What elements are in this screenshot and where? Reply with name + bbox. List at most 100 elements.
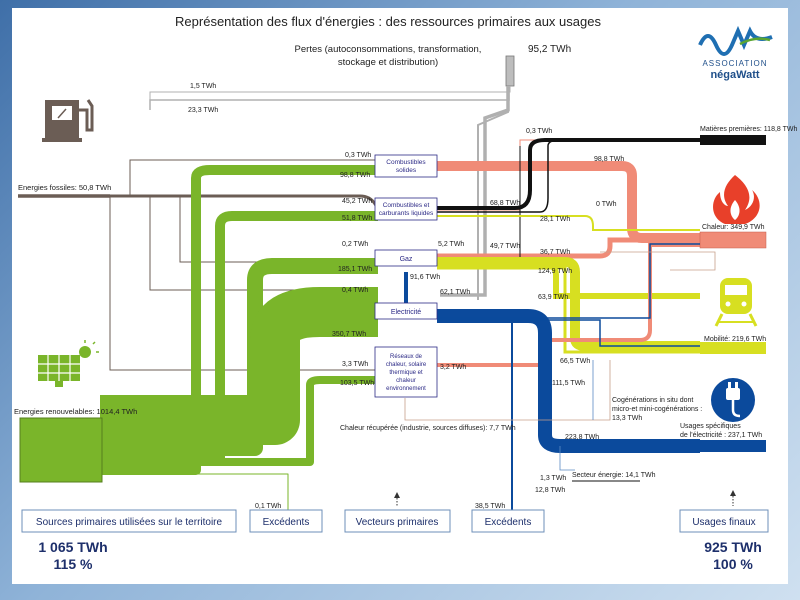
fuel-pump-icon [42, 99, 94, 142]
usages-box [679, 509, 769, 533]
losses-label-1: Pertes (autoconsommations, transformatio… [295, 44, 482, 55]
fossil-source-label: Energies fossiles: 50,8 TWh [18, 183, 111, 192]
negawatt-logo: ASSOCIATION négaWatt [698, 25, 773, 81]
flow-label: 0,1 TWh [255, 503, 281, 510]
flow-label: 63,9 TWh [538, 294, 568, 301]
pct-left: 115 % [54, 556, 93, 572]
flow-label: 3,2 TWh [440, 364, 466, 371]
footer-legend: Sources primaires utilisées sur le terri… [21, 509, 769, 572]
flow-label: 111,5 TWh [552, 380, 585, 387]
box-heatnet-text3: thermique et [389, 370, 423, 376]
box-solid-fuel [374, 154, 438, 178]
flow-label: 0,3 TWh [345, 152, 371, 159]
box-solid-text2: solides [396, 167, 417, 174]
specific-elec-label-2: de l'électricité : 237,1 TWh [680, 432, 762, 439]
flow-label: 0 TWh [596, 201, 617, 208]
renewable-source-block [19, 417, 103, 483]
box-heatnet-text4: chaleur [396, 378, 416, 384]
box-liquid-text1: Combustibles et [383, 202, 430, 209]
specific-elec-label-1: Usages spécifiques [680, 423, 741, 430]
arrow-up-icon [730, 490, 736, 496]
box-liquid-fuel [374, 197, 438, 221]
flow-label: Cogénérations in situ dont [612, 397, 693, 404]
flow-label: 51,8 TWh [342, 215, 372, 222]
flow-label: 91,6 TWh [410, 274, 440, 281]
heat-bar [699, 231, 767, 249]
box-heat-network [374, 346, 438, 398]
solar-panel-icon [38, 340, 99, 387]
flow-label: 38,5 TWh [475, 503, 505, 510]
flow-label: 1,3 TWh [540, 475, 566, 482]
raw-materials-bar [700, 135, 766, 145]
box-elec-text: Electricité [391, 309, 421, 316]
flow-label: 0,4 TWh [342, 287, 368, 294]
box-heatnet-text2: chaleur, solaire [386, 362, 427, 368]
footer-arrows [394, 490, 736, 506]
flow-label: 68,8 TWh [490, 200, 520, 207]
arrow-up-icon [394, 492, 400, 498]
heat-label: Chaleur: 349,9 TWh [702, 224, 765, 231]
mobility-bar [700, 342, 766, 354]
flow-label: 36,7 TWh [540, 249, 570, 256]
box-gas-text: Gaz [400, 256, 413, 263]
flow-label: 66,5 TWh [560, 358, 590, 365]
flow-label: 0,3 TWh [526, 128, 552, 135]
flow-label: Chaleur récupérée (industrie, sources di… [340, 425, 516, 432]
flow-label: 5,2 TWh [438, 241, 464, 248]
flow-label: 13,3 TWh [612, 415, 642, 422]
usages-box-text: Usages finaux [692, 517, 755, 528]
plug-icon [711, 378, 755, 422]
vector-boxes: Combustibles solides Combustibles et car… [374, 154, 438, 398]
flow-label: 1,5 TWh [190, 83, 216, 90]
specific-electricity-bar [700, 440, 766, 452]
flow-label: 124,9 TWh [538, 268, 572, 275]
logo-name: négaWatt [710, 69, 759, 81]
losses-value: 95,2 TWh [528, 44, 571, 55]
flow-label: 3,3 TWh [342, 361, 368, 368]
sources-box [21, 509, 237, 533]
flow-label: 185,1 TWh [338, 266, 372, 273]
flow-label: 98,8 TWh [594, 156, 624, 163]
flow-value-labels: 1,5 TWh 23,3 TWh 0,3 TWh 98,8 TWh 45,2 T… [188, 83, 702, 510]
box-gas [374, 249, 438, 267]
cogeneration-lines [559, 360, 594, 471]
total-right: 925 TWh [704, 539, 762, 555]
sources-box-text: Sources primaires utilisées sur le terri… [36, 517, 223, 528]
train-icon [714, 278, 758, 327]
flow-label: 0,2 TWh [342, 241, 368, 248]
excedents-text-2: Excédents [485, 517, 532, 528]
diagram-title: Représentation des flux d'énergies : des… [175, 14, 601, 29]
flow-label: micro-et mini-cogénérations : [612, 406, 702, 413]
flow-label: 23,3 TWh [188, 107, 218, 114]
flow-label: 45,2 TWh [342, 198, 372, 205]
excedents-box-1 [249, 509, 323, 533]
total-left: 1 065 TWh [38, 539, 107, 555]
excedents-text-1: Excédents [263, 517, 310, 528]
box-electricity [374, 302, 438, 320]
gas-flows [437, 215, 700, 354]
flow-label: 350,7 TWh [332, 331, 366, 338]
vectors-box-text: Vecteurs primaires [356, 517, 439, 528]
flow-label: 49,7 TWh [490, 243, 520, 250]
flame-icon [713, 175, 760, 224]
raw-materials-label: Matières premières: 118,8 TWh [700, 126, 797, 133]
flow-label: 62,1 TWh [440, 289, 470, 296]
pct-right: 100 % [713, 556, 753, 572]
flow-label: 103,5 TWh [340, 380, 374, 387]
recovered-heat-lines [404, 251, 716, 421]
box-solid-text1: Combustibles [386, 159, 426, 166]
renewable-source-label: Energies renouvelables: 1014,4 TWh [14, 407, 137, 416]
flow-label: 12,8 TWh [535, 487, 565, 494]
vectors-box [344, 509, 451, 533]
box-heatnet-text1: Réseaux de [390, 354, 423, 360]
logo-association: ASSOCIATION [702, 59, 767, 68]
flow-label: 28,1 TWh [540, 216, 570, 223]
electricity-flows [404, 243, 700, 510]
excedents-box-2 [471, 509, 545, 533]
losses-label-2: stockage et distribution) [338, 57, 438, 68]
mobility-label: Mobilité: 219,6 TWh [704, 336, 766, 343]
flow-label: 98,8 TWh [340, 172, 370, 179]
flow-label: Secteur énergie: 14,1 TWh [572, 472, 656, 479]
box-liquid-text2: carburants liquides [379, 210, 434, 217]
